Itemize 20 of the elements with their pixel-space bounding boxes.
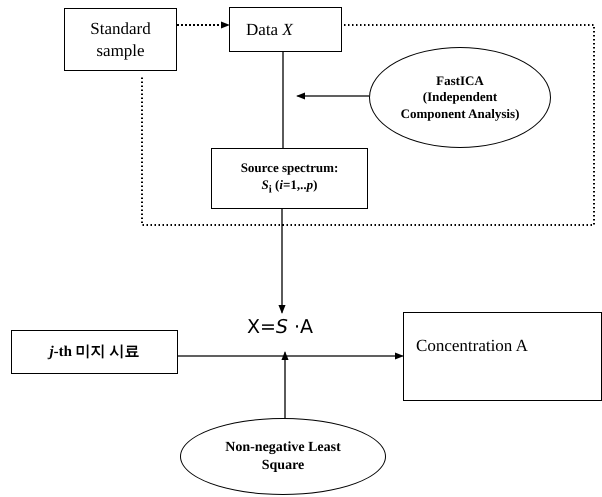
arrow xyxy=(178,352,404,360)
process-box xyxy=(64,8,177,71)
node-label: Source spectrum: xyxy=(240,160,338,177)
node-label: Standard sample xyxy=(89,18,152,61)
process-box xyxy=(211,148,368,209)
connector-line xyxy=(282,52,284,148)
result-box xyxy=(403,312,602,401)
arrow xyxy=(281,351,289,418)
arrow xyxy=(278,209,286,314)
node-label: Non-negative Least Square xyxy=(224,439,342,474)
node-label: S$_{i}$ (i=1,..p) xyxy=(262,176,318,197)
equation-text: X=S ·A xyxy=(235,316,325,352)
arrow xyxy=(296,92,369,100)
node-label: FastICA (Independent Component Analysis) xyxy=(400,73,520,122)
node-label: Concentration A xyxy=(416,335,528,356)
process-box xyxy=(11,330,178,374)
node-label: Data X xyxy=(246,18,293,40)
process-box xyxy=(229,7,342,52)
node-label: j-th 미지 시료 xyxy=(49,342,140,362)
arrow xyxy=(177,21,230,29)
